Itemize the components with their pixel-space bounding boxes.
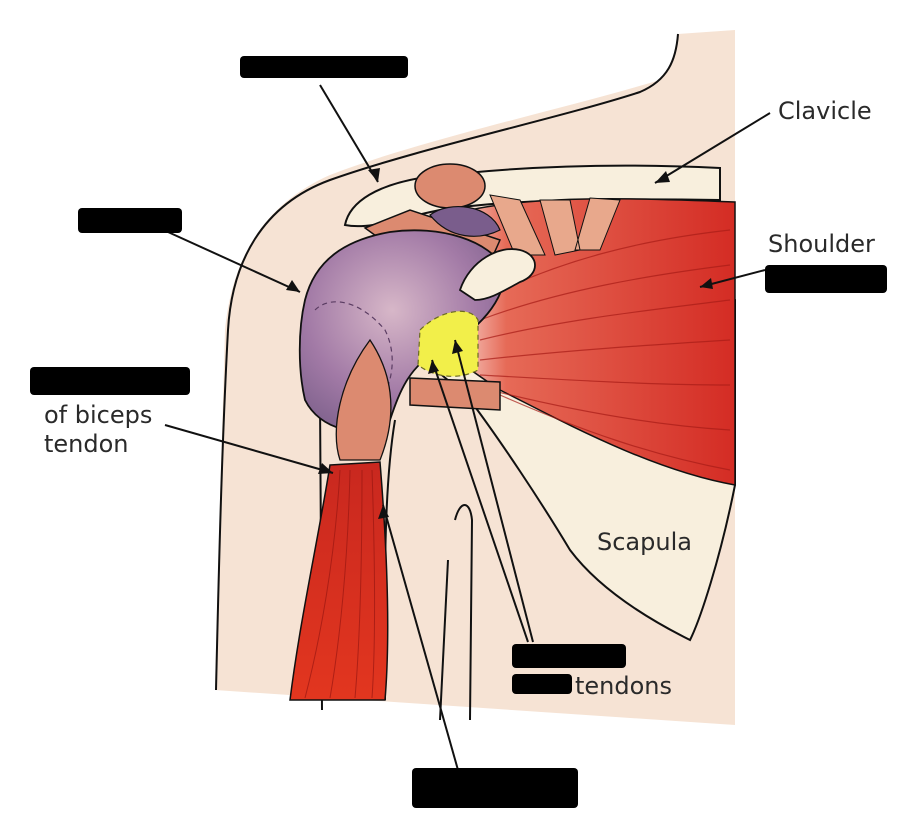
redaction-bottom-label: [412, 768, 578, 808]
redaction-cuff-line1: [512, 644, 626, 668]
label-biceps-line2: of biceps: [44, 401, 152, 429]
redaction-biceps-line1: [30, 367, 190, 395]
label-biceps-line3: tendon: [44, 430, 129, 458]
redaction-top-label: [240, 56, 408, 78]
subscapularis-band: [410, 378, 500, 410]
redaction-left-upper-label: [78, 208, 182, 233]
redaction-cuff-line2: [512, 674, 572, 694]
label-shoulder: Shoulder: [768, 230, 875, 258]
ac-joint: [415, 164, 485, 208]
label-cuff-tendons: tendons: [575, 672, 672, 700]
label-clavicle: Clavicle: [778, 97, 872, 125]
redaction-shoulder-line2: [765, 265, 887, 293]
label-scapula: Scapula: [597, 528, 692, 556]
